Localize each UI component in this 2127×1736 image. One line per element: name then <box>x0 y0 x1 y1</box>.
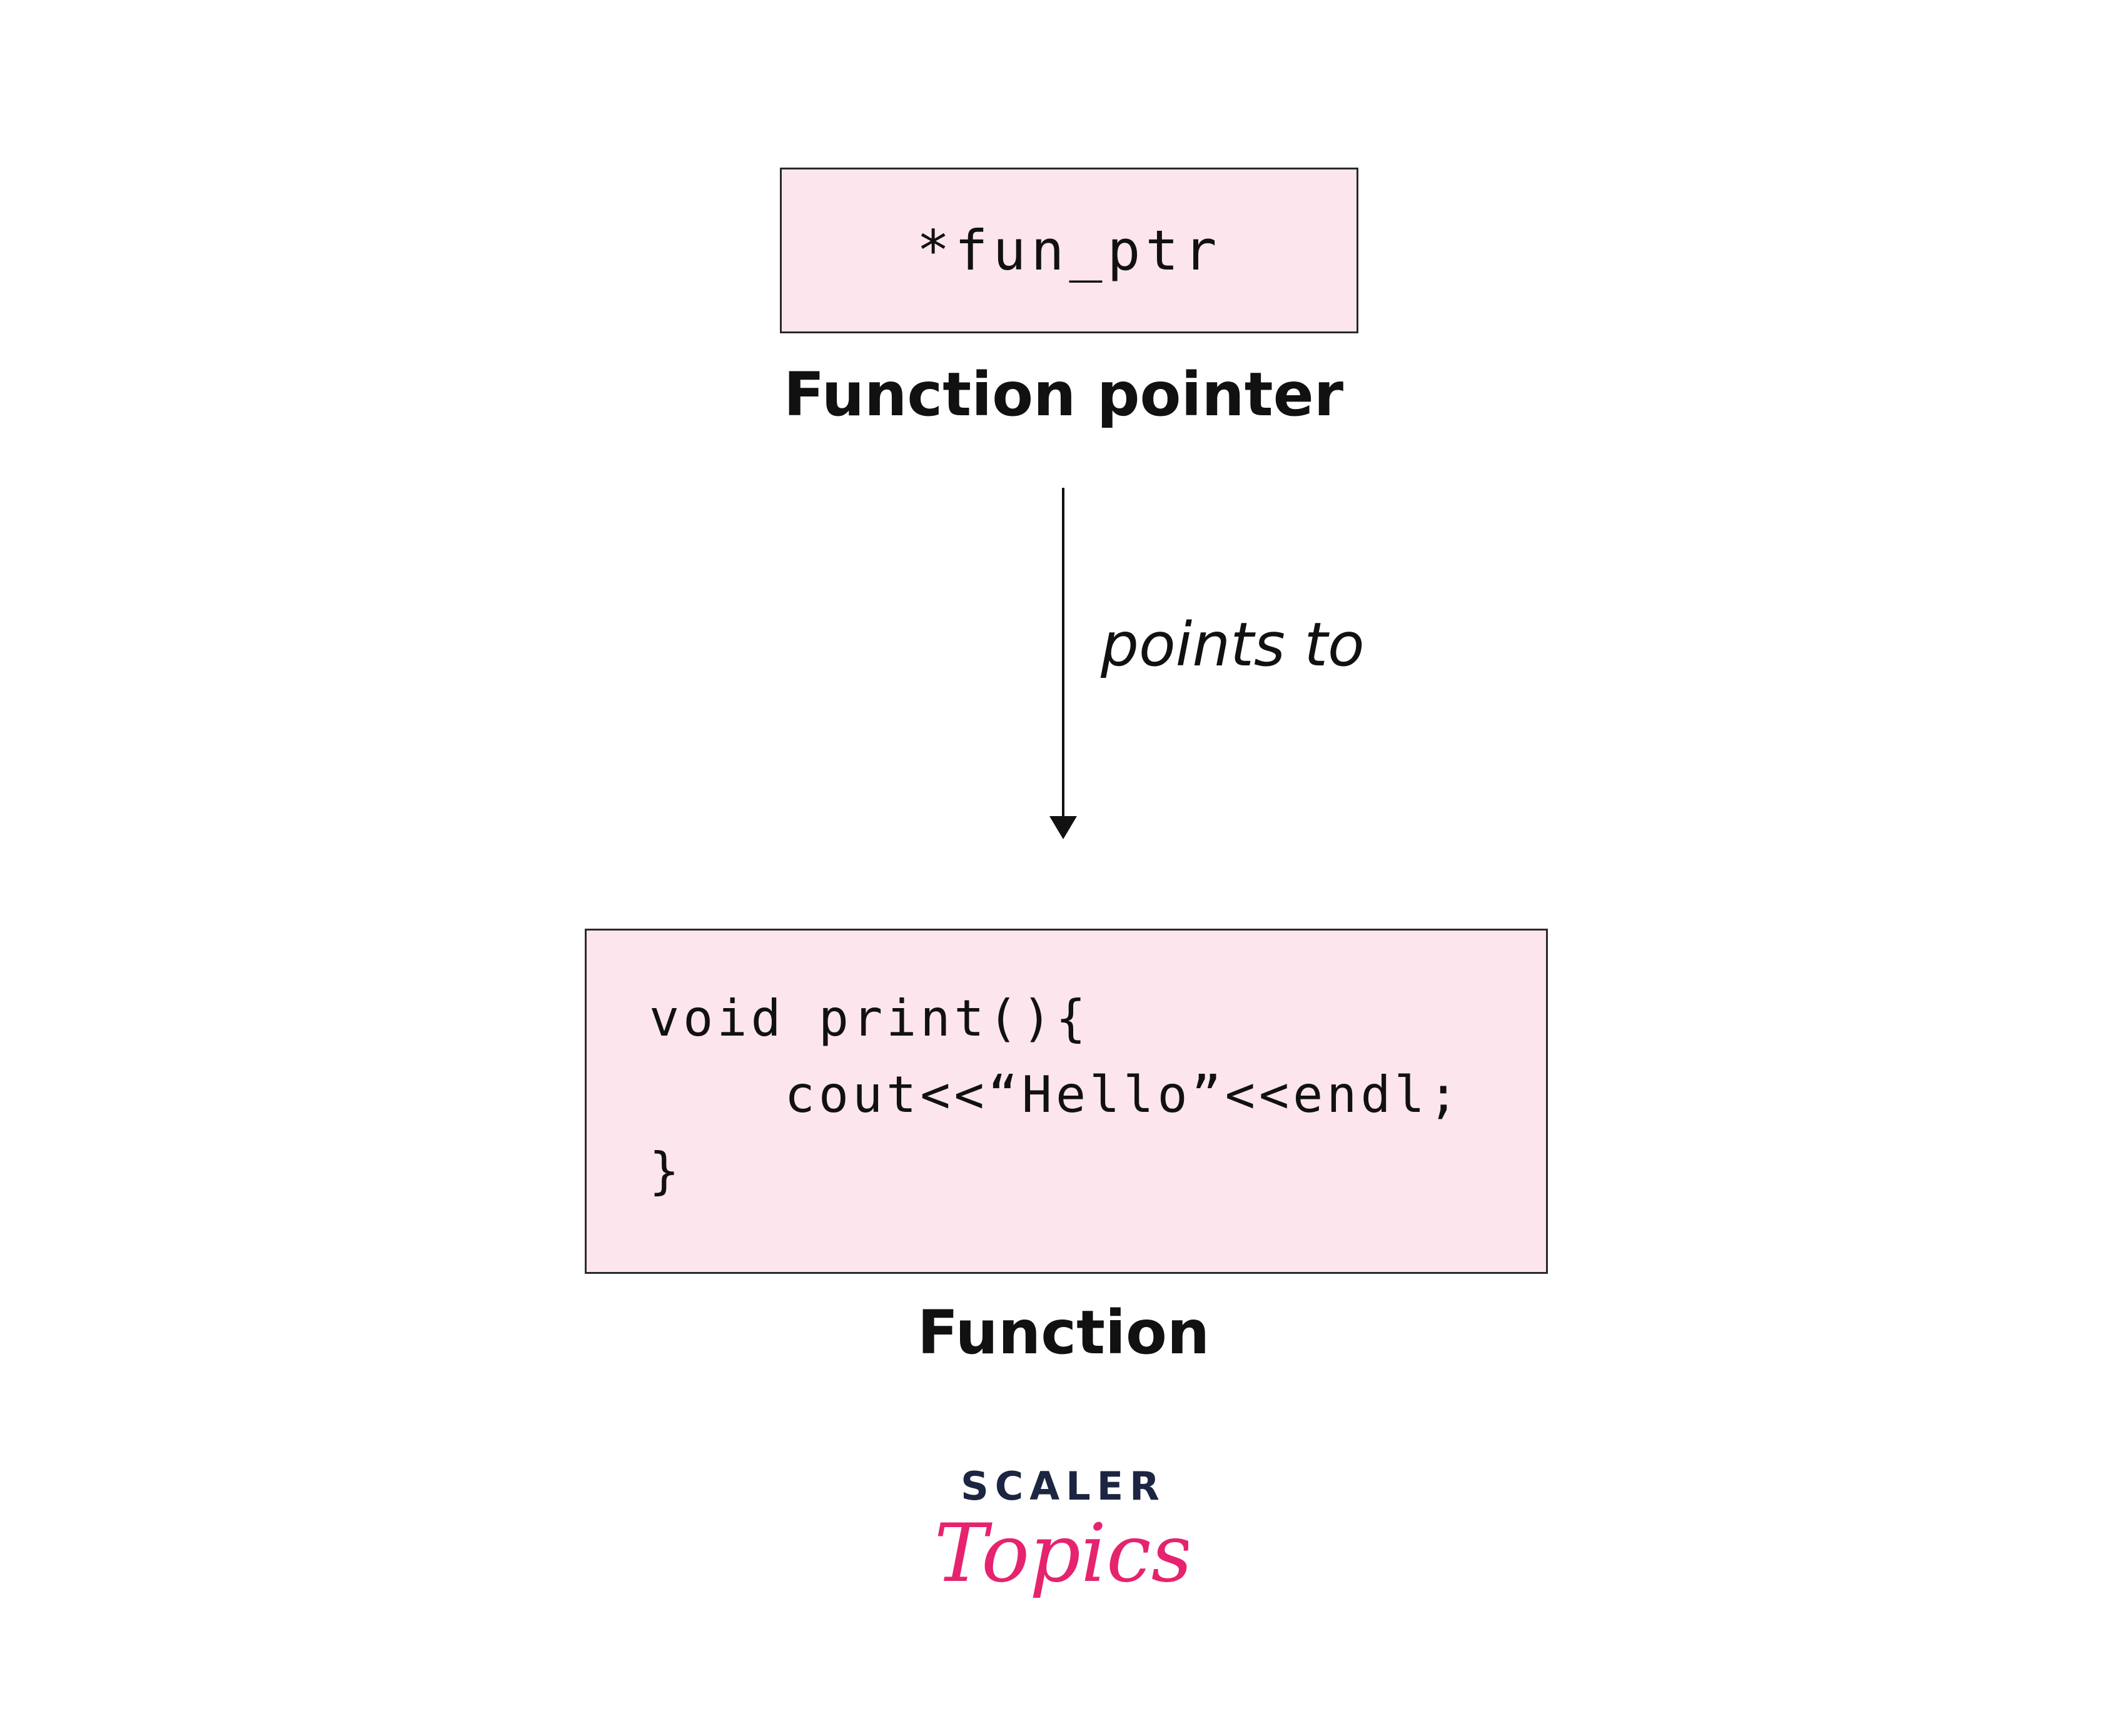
function-pointer-code: *fun_ptr <box>916 218 1222 283</box>
function-caption: Function <box>917 1298 1210 1368</box>
arrow-head <box>1049 816 1077 839</box>
points-to-label: points to <box>1101 610 1365 680</box>
code-line: void print(){ <box>649 989 1090 1047</box>
code-line: cout<<“Hello”<<endl; <box>649 1066 1462 1124</box>
function-pointer-caption: Function pointer <box>783 360 1344 430</box>
function-box: void print(){ cout<<“Hello”<<endl; } <box>585 929 1548 1274</box>
scaler-topics-logo: SCALER Topics <box>938 1463 1188 1626</box>
logo-topics-script: Topics <box>938 1507 1188 1600</box>
logo-topics-text: Topics <box>938 1507 1188 1600</box>
logo-scaler-text: SCALER <box>961 1463 1166 1509</box>
function-code: void print(){ cout<<“Hello”<<endl; } <box>649 981 1462 1209</box>
code-line: } <box>649 1142 684 1200</box>
function-pointer-box: *fun_ptr <box>780 168 1358 333</box>
